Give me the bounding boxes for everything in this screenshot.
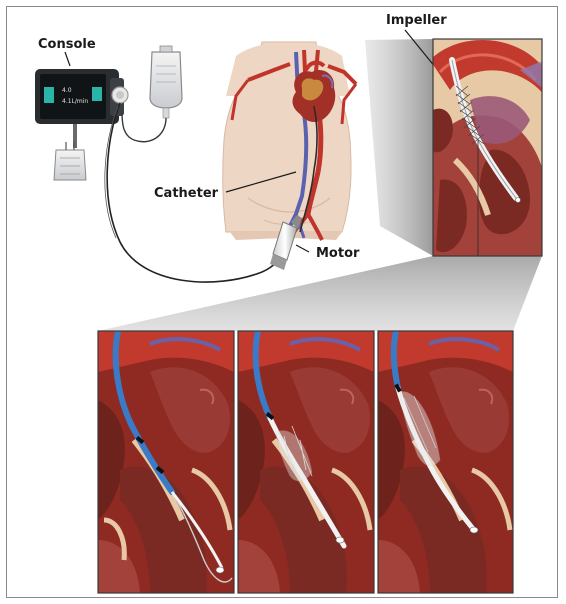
motor-label: Motor	[316, 246, 359, 261]
console-leader	[65, 52, 70, 66]
console-screen-indicator	[44, 87, 54, 103]
console-label: Console	[38, 37, 96, 52]
deployment-panel-3	[378, 331, 513, 593]
impeller-label: Impeller	[386, 13, 447, 28]
console-status-light	[92, 87, 102, 101]
purge-tubing	[122, 112, 166, 142]
catheter-label: Catheter	[154, 186, 218, 201]
impeller-detail-view	[430, 39, 545, 256]
zoom-cone-top	[365, 39, 433, 256]
deployment-panel-2	[238, 331, 374, 593]
console-screen-line1: 4.0	[62, 87, 72, 94]
deployment-panel-1	[98, 331, 234, 593]
console: 4.0 4.1L/min	[35, 69, 128, 148]
zoom-cone-bottom	[98, 256, 542, 331]
console-screen-line2: 4.1L/min	[62, 98, 88, 105]
waste-bag	[54, 142, 86, 180]
motor-leader	[296, 245, 309, 252]
torso	[223, 42, 351, 240]
purge-fluid-bag	[150, 46, 182, 118]
